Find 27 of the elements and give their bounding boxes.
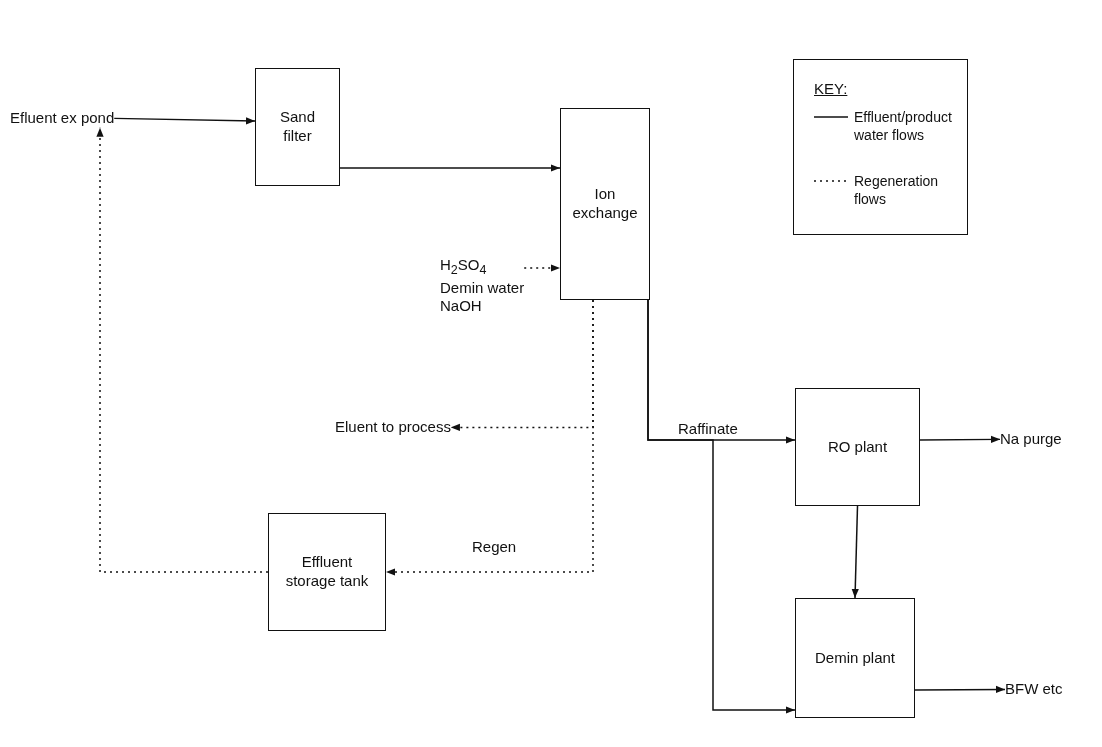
box-label: RO plant: [827, 437, 888, 457]
flow-arrow: [914, 685, 1006, 694]
flow-arrow: [647, 299, 796, 714]
process-box: [560, 108, 650, 300]
process-box: [255, 68, 340, 186]
flow-arrow: [113, 117, 256, 125]
flow-label: H$_{2}$SO$_{4}$ Demin water NaOH: [440, 256, 525, 317]
flow-label: BFW etc: [1005, 680, 1063, 699]
box-label: Ion exchange: [571, 185, 639, 223]
process-box: [795, 598, 915, 718]
box-label: Demin plant: [814, 648, 895, 668]
flow-arrow: [919, 435, 1001, 444]
flow-arrow: [96, 127, 269, 573]
legend-title: KEY:: [814, 80, 848, 97]
box-label: Sand filter: [278, 108, 316, 146]
flow-label: Eluent to process: [335, 418, 451, 437]
process-box: [268, 513, 386, 631]
process-box: [795, 388, 920, 506]
flow-label: Na purge: [1000, 430, 1062, 449]
legend-text: Regeneration flows: [854, 172, 940, 209]
flow-label: Efluent ex pond: [10, 109, 115, 128]
box-label: Effluent storage tank: [284, 553, 370, 591]
flow-arrow: [385, 299, 594, 576]
legend-text: Effluent/product water flows: [854, 108, 953, 145]
flow-arrow: [523, 264, 561, 272]
flow-arrow: [339, 164, 561, 172]
flow-arrow: [851, 505, 859, 599]
